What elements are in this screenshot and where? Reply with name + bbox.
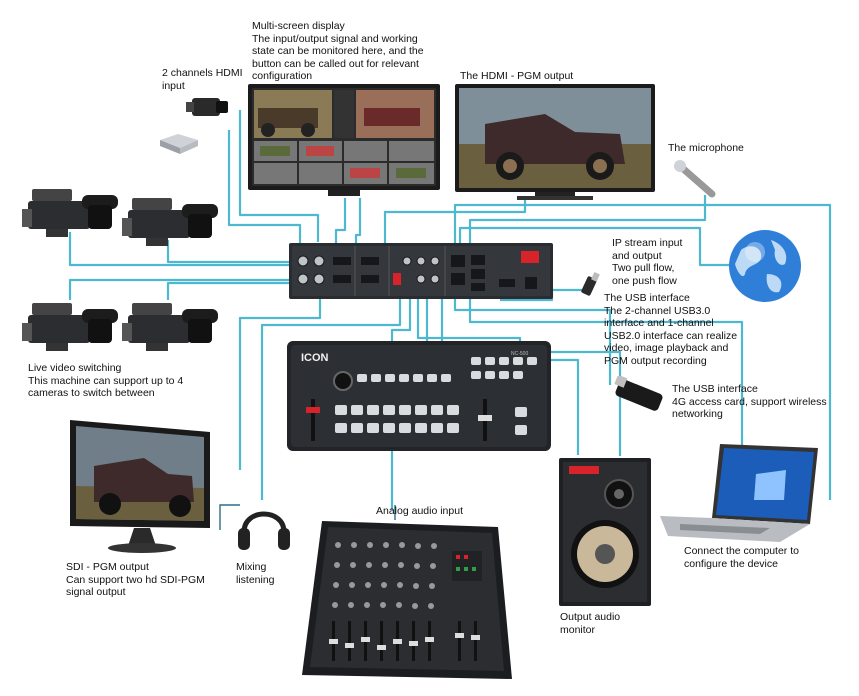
4g-dongle-icon — [614, 374, 663, 411]
hdmi-camcorder — [186, 92, 230, 122]
headphones — [236, 498, 292, 554]
multiscreen-monitor — [248, 84, 440, 196]
globe-icon — [729, 230, 801, 302]
label-hdmi-input: 2 channels HDMI input — [162, 67, 243, 92]
camera-3 — [22, 297, 118, 355]
audio-mixer-icon — [302, 521, 512, 679]
label-ip-stream: IP stream input and output Two pull flow… — [612, 237, 683, 287]
monitor-icon — [455, 84, 655, 200]
panel-model: NC-500 — [511, 351, 528, 357]
hdmi-input-box — [158, 130, 200, 156]
camera-2 — [122, 192, 218, 250]
label-sdi-pgm: SDI - PGM output Can support two hd SDI-… — [66, 561, 205, 598]
control-panel: ICON NC-500 — [287, 341, 551, 451]
headphones-icon — [238, 511, 290, 550]
4g-dongle — [612, 374, 668, 416]
camera-icon — [122, 303, 218, 351]
label-microphone: The microphone — [668, 142, 744, 154]
usb-stick — [580, 271, 600, 299]
label-multiscreen: Multi-screen display The input/output si… — [252, 20, 424, 82]
usb-stick-icon — [581, 271, 600, 296]
audio-mixer — [302, 521, 512, 681]
label-usb-interface-1: The USB interface The 2-channel USB3.0 i… — [604, 292, 738, 367]
label-mixing-listening: Mixing listening — [236, 561, 275, 586]
microphone — [672, 160, 718, 200]
internet-globe — [727, 228, 803, 304]
laptop — [660, 444, 830, 542]
hdmi-box-icon — [160, 134, 198, 154]
camera-1 — [22, 183, 118, 241]
pgm-output-monitor — [455, 84, 655, 202]
output-speaker — [559, 458, 651, 606]
label-live-switching: Live video switching This machine can su… — [28, 362, 184, 399]
microphone-icon — [674, 160, 716, 198]
camera-icon — [22, 189, 118, 237]
speaker-icon — [559, 458, 651, 606]
sdi-pgm-monitor — [64, 418, 212, 554]
label-audio-monitor: Output audio monitor — [560, 611, 621, 636]
laptop-icon — [660, 444, 818, 542]
label-usb-interface-2: The USB interface 4G access card, suppor… — [672, 383, 827, 420]
camera-4 — [122, 297, 218, 355]
switcher-icon — [289, 243, 553, 299]
panel-brand: ICON — [301, 352, 329, 364]
monitor-icon — [248, 84, 440, 196]
label-pgm-output: The HDMI - PGM output — [460, 70, 574, 82]
label-computer: Connect the computer to configure the de… — [684, 545, 799, 570]
control-panel-icon: ICON NC-500 — [287, 341, 551, 451]
camera-icon — [122, 198, 218, 246]
camcorder-icon — [186, 98, 228, 116]
label-analog-audio: Analog audio input — [376, 505, 463, 517]
camera-icon — [22, 303, 118, 351]
switcher-rear-panel — [289, 243, 553, 299]
monitor-icon — [70, 420, 210, 553]
